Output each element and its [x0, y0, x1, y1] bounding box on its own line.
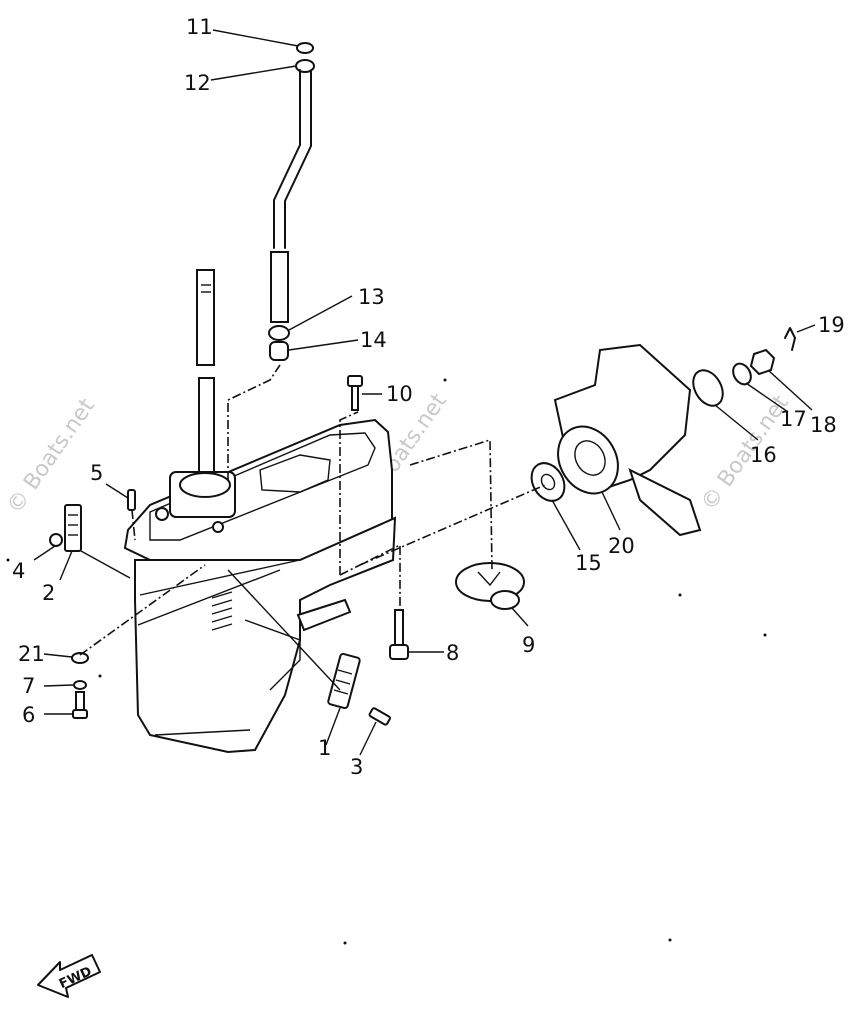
drive-shaft-upper — [196, 269, 215, 366]
drive-shaft — [196, 269, 215, 484]
bolt-part-6 — [75, 691, 85, 711]
dowel-part-5 — [127, 489, 136, 511]
callout-13: 13 — [358, 285, 385, 309]
callout-3: 3 — [350, 755, 363, 779]
shift-rod-lower — [270, 251, 289, 323]
callout-5: 5 — [90, 461, 103, 485]
anode-part-1 — [327, 652, 361, 710]
scan-specks — [6, 378, 767, 945]
callout-17: 17 — [780, 407, 807, 431]
shift-rod-assembly — [268, 42, 315, 361]
fwd-direction-arrow: FWD — [37, 954, 101, 998]
callout-10: 10 — [386, 382, 413, 406]
washer-part-21 — [71, 652, 89, 664]
watermark-left: © Boats.net — [2, 394, 100, 519]
screw-part-4 — [49, 533, 63, 547]
callout-6: 6 — [22, 703, 35, 727]
lower-casing — [123, 418, 397, 754]
bolt-part-3 — [368, 707, 391, 726]
anode-part-2 — [64, 504, 82, 552]
callout-21: 21 — [18, 642, 45, 666]
grommet-part-11 — [296, 42, 314, 54]
spacer-part-16 — [692, 369, 724, 407]
callout-8: 8 — [446, 641, 459, 665]
bolt-part-8 — [394, 609, 404, 647]
callout-16: 16 — [750, 443, 777, 467]
propeller-assembly — [530, 327, 796, 537]
callout-2: 2 — [42, 581, 55, 605]
callout-15: 15 — [575, 551, 602, 575]
cotter-pin-part-19 — [784, 327, 796, 351]
drive-shaft-lower — [198, 377, 215, 484]
callout-1: 1 — [318, 736, 331, 760]
fasteners — [49, 375, 409, 726]
callout-9: 9 — [522, 633, 535, 657]
callouts: 1 2 3 4 5 6 7 8 9 10 11 12 13 14 15 16 1… — [12, 15, 845, 779]
propeller-shaft — [296, 598, 352, 632]
leader-lines — [33, 29, 816, 756]
callout-18: 18 — [810, 413, 837, 437]
washer-part-7 — [73, 680, 87, 690]
callout-20: 20 — [608, 534, 635, 558]
bolt-part-10 — [347, 375, 363, 387]
cover-part-9 — [455, 562, 525, 610]
collar-part-14 — [269, 341, 289, 361]
callout-19: 19 — [818, 313, 845, 337]
callout-11: 11 — [186, 15, 213, 39]
bushing-part-13 — [268, 325, 290, 341]
assembly-lines — [79, 364, 546, 656]
callout-4: 4 — [12, 559, 25, 583]
callout-14: 14 — [360, 328, 387, 352]
callout-12: 12 — [184, 71, 211, 95]
nut-part-18 — [749, 348, 776, 376]
callout-7: 7 — [22, 674, 35, 698]
